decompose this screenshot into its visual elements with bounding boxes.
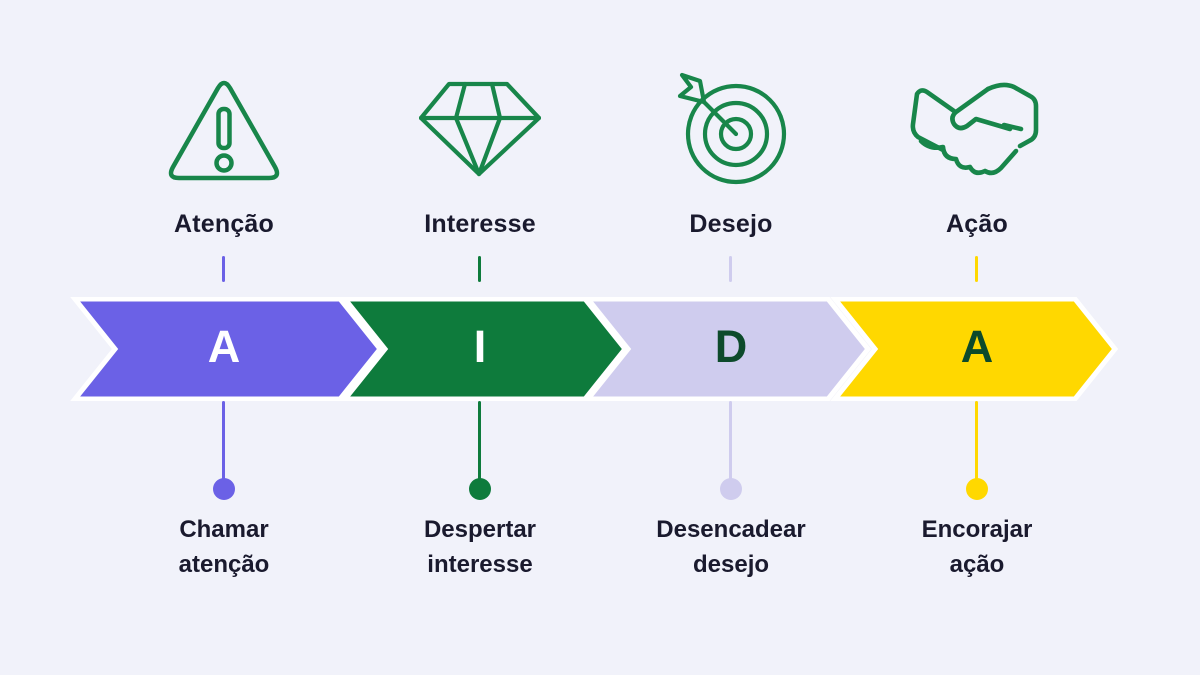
- stage-top-label-action: Ação: [946, 210, 1008, 238]
- chevron-letter-desire: D: [714, 321, 748, 372]
- stage-top-label-desire: Desejo: [689, 210, 773, 238]
- bottom-label-line: atenção: [178, 551, 270, 578]
- bottom-label-line: Desencadear: [656, 516, 806, 543]
- bottom-label-line: Chamar: [179, 516, 269, 543]
- chevron-letter-action: A: [960, 321, 994, 372]
- tick-action: [975, 256, 978, 282]
- chevron-arrow-action: [830, 297, 1119, 401]
- connector-dot-action: [966, 478, 988, 500]
- tick-attention: [222, 256, 225, 282]
- stage-bottom-label-interest: Despertar interesse: [360, 512, 600, 582]
- bottom-label-line: desejo: [692, 551, 770, 578]
- bottom-label-line: Despertar: [423, 516, 537, 543]
- bottom-label-line: interesse: [427, 551, 533, 578]
- chevron-arrow-attention: [70, 297, 384, 401]
- tick-interest: [478, 256, 481, 282]
- chevron-letter-interest: I: [473, 321, 487, 372]
- stage-bottom-label-action: Encorajar ação: [857, 512, 1097, 582]
- target-arrow-icon: [677, 72, 787, 185]
- chevron-arrow-band: [70, 297, 1119, 401]
- stage-bottom-label-desire: Desencadear desejo: [611, 512, 851, 582]
- stage-top-label-attention: Atenção: [173, 210, 275, 238]
- chevron-letter-attention: A: [207, 321, 241, 372]
- warning-triangle-icon: [168, 80, 280, 181]
- connector-dot-interest: [469, 478, 491, 500]
- stage-top-label-interest: Interesse: [424, 210, 536, 238]
- stage-bottom-label-attention: Chamar atenção: [104, 512, 344, 582]
- handshake-icon: [910, 82, 1039, 176]
- bottom-label-line: ação: [949, 551, 1005, 578]
- connector-dot-attention: [213, 478, 235, 500]
- connector-line-attention: [222, 401, 225, 480]
- bottom-label-line: Encorajar: [921, 516, 1033, 543]
- connector-line-interest: [478, 401, 481, 480]
- connector-dot-desire: [720, 478, 742, 500]
- diamond-icon: [419, 81, 541, 177]
- connector-line-desire: [729, 401, 732, 480]
- chevron-arrow-desire: [583, 297, 872, 401]
- connector-line-action: [975, 401, 978, 480]
- tick-desire: [729, 256, 732, 282]
